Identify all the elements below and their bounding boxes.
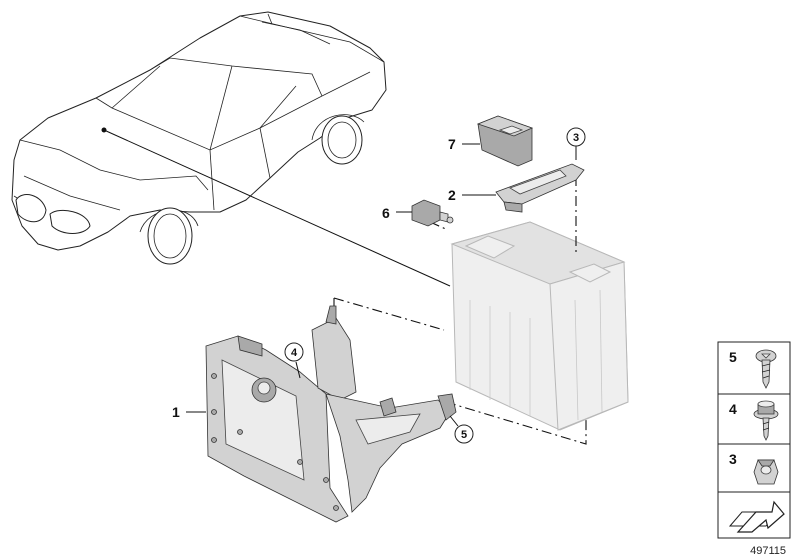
legend-label-bolt: 4 [729,401,737,417]
battery-ghost [450,221,629,431]
callout-5: 5 [461,429,467,441]
diagram-id: 497115 [750,545,786,557]
legend-cell-bolt [717,393,791,445]
callout-4: 4 [291,347,298,359]
callout-labels: 1 2 3 4 5 6 7 [172,127,586,444]
hex-nut-icon [753,459,779,485]
callout-4-ring [284,342,304,362]
arrow-symbol-icon [728,500,785,533]
location-leader-line [103,129,451,287]
hardware-legend: 5 4 3 [717,341,791,539]
part-1-battery-tray [205,305,457,523]
legend-label-screw: 5 [729,349,737,365]
legend-label-nut: 3 [729,451,737,467]
screw-icon [755,349,777,389]
part-7-cover-cap [476,115,534,167]
callout-2: 2 [448,187,456,203]
bolt-with-washer-icon [753,400,779,441]
callout-5-ring [454,424,474,444]
callout-1: 1 [172,404,180,420]
part-2-holder [495,163,585,213]
callout-3: 3 [573,132,579,144]
car-outline [11,11,387,265]
callout-leaders [186,143,577,427]
callout-3-ring [566,127,586,147]
legend-cell-nut [717,443,791,493]
part-6-connector [411,199,454,227]
callout-6: 6 [382,205,390,221]
callout-7: 7 [448,136,456,152]
legend-cell-screw [717,341,791,395]
